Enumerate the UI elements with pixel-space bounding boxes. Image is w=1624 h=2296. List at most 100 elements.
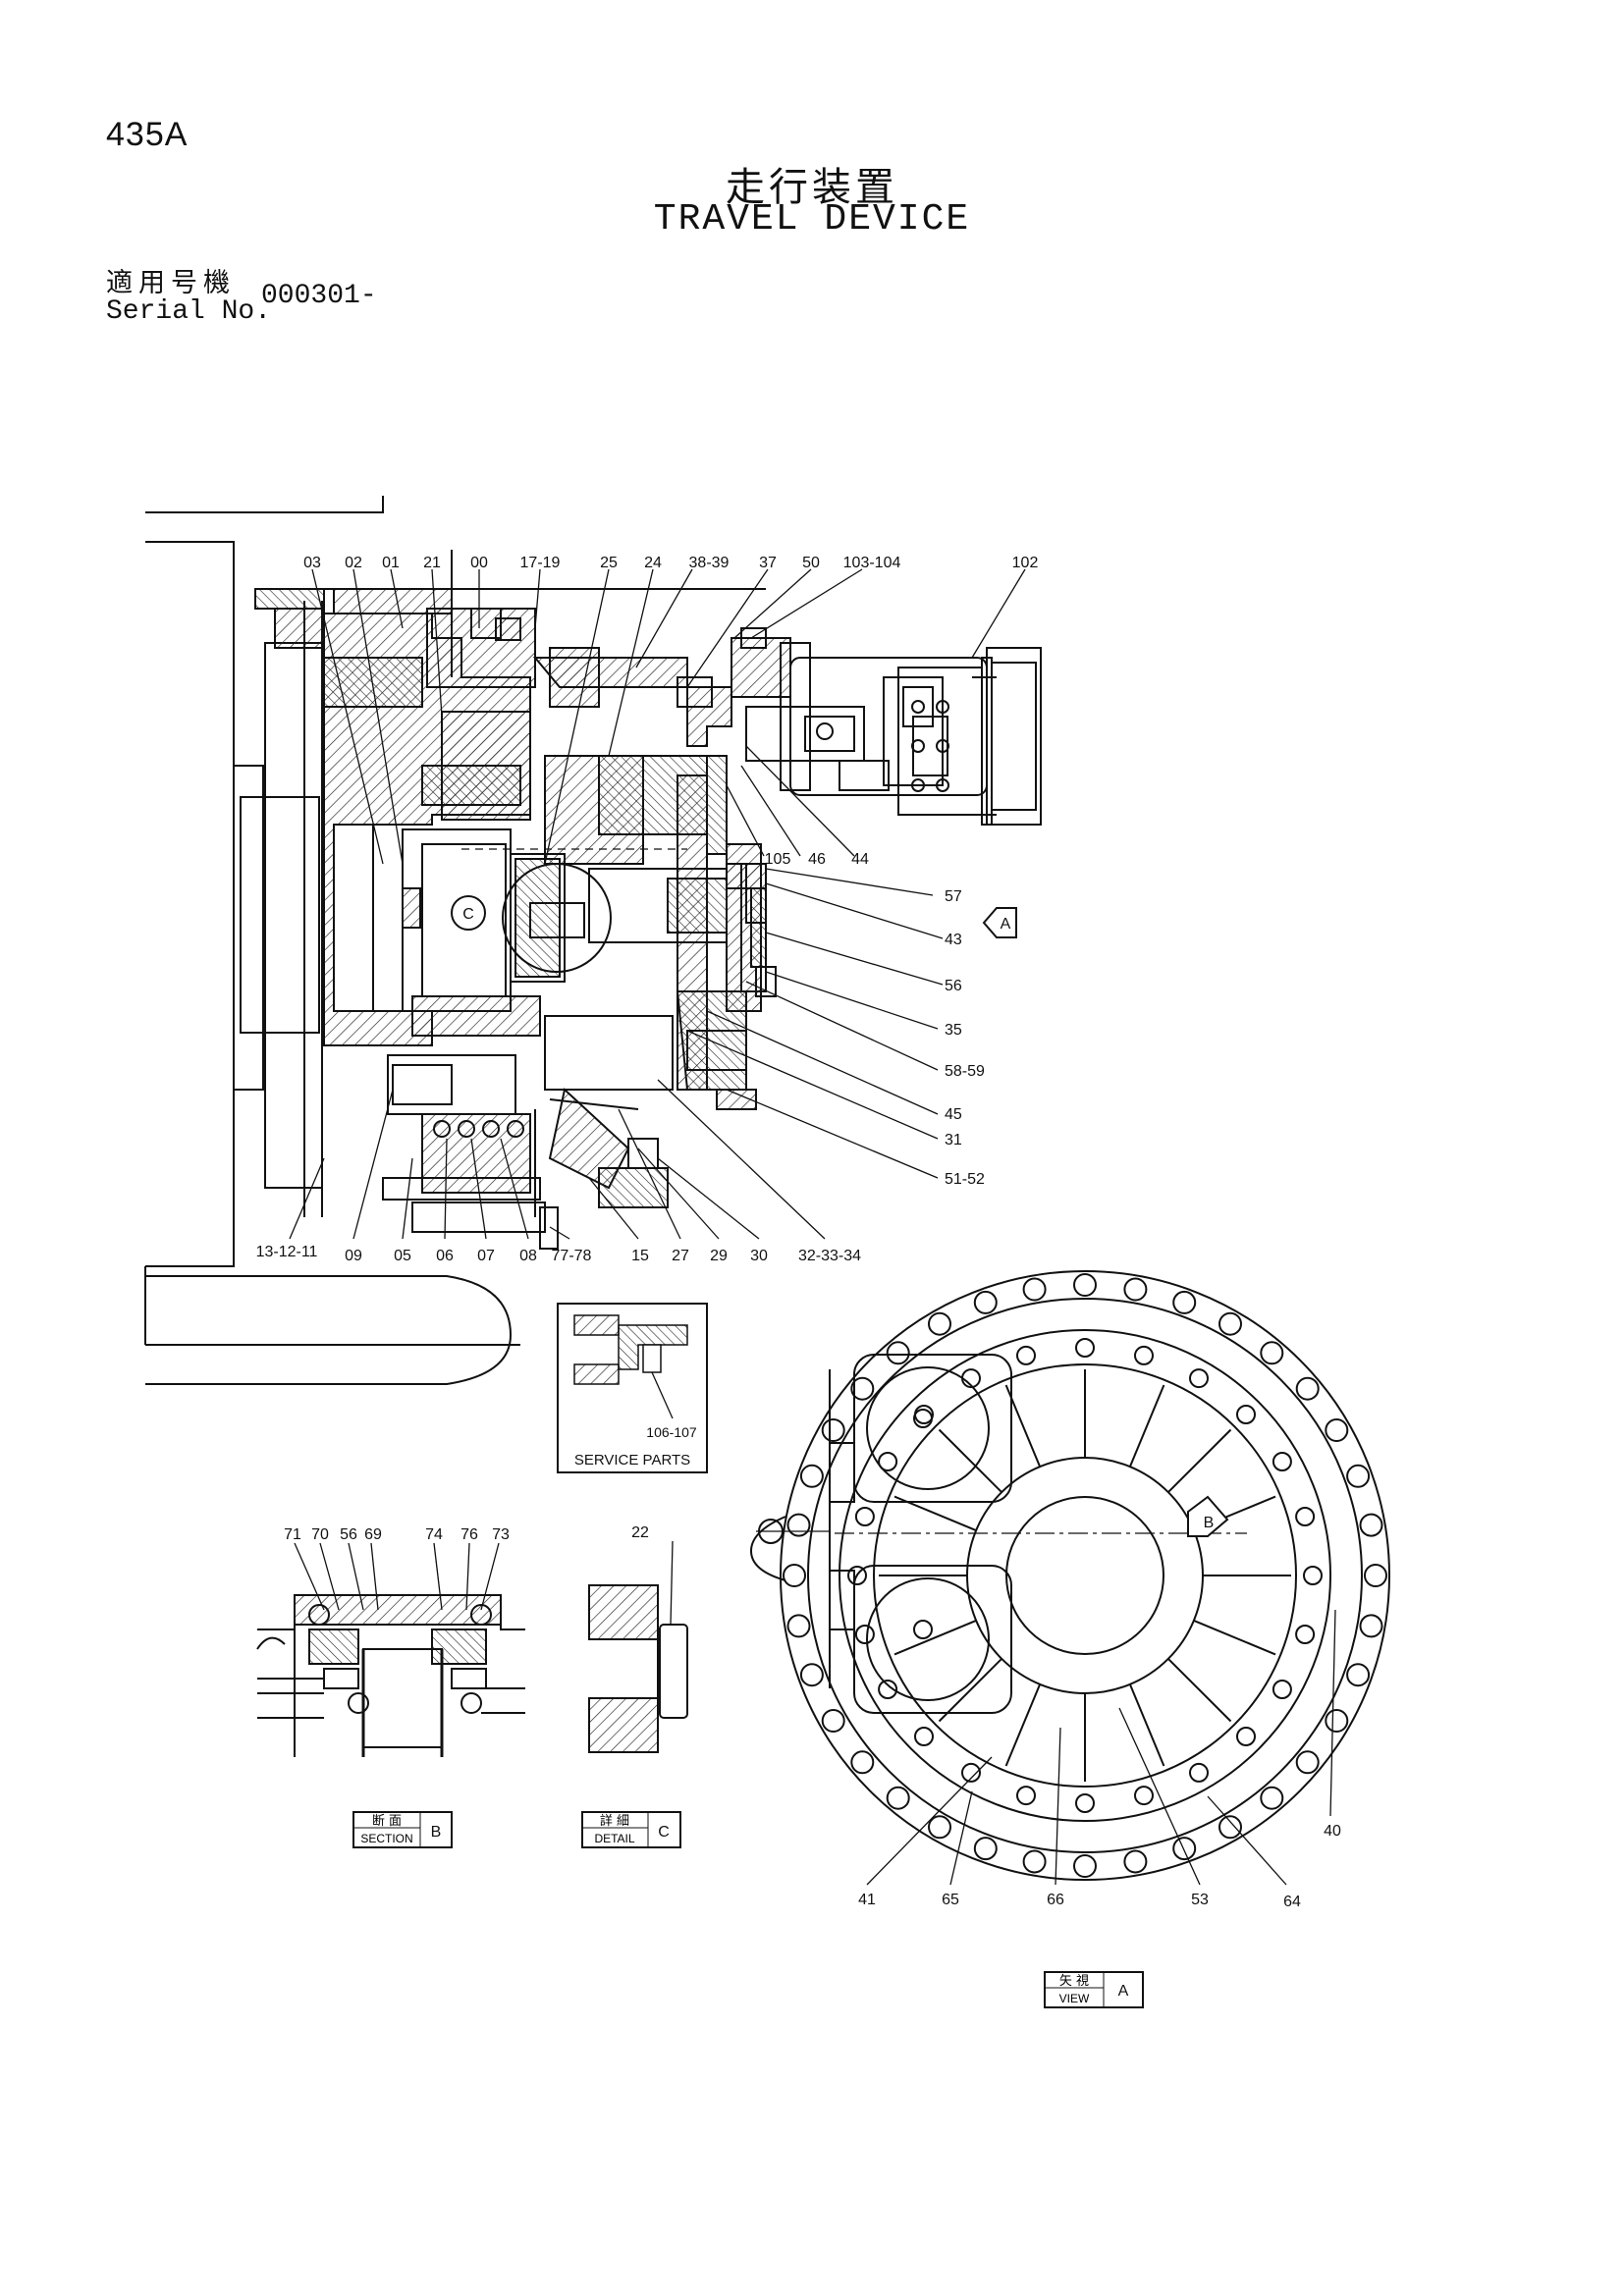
bolt-hole [973, 1837, 998, 1861]
callout-label: 70 [311, 1526, 329, 1543]
svg-text:詳 細: 詳 細 [600, 1813, 629, 1829]
hub-spoke [1128, 1384, 1165, 1468]
detail-c-callout: 22 [631, 1524, 649, 1541]
callout-label: 69 [364, 1526, 382, 1543]
bolt-hole [783, 1564, 806, 1587]
bolt-hole [928, 1311, 951, 1336]
bolt-hole [1172, 1290, 1197, 1314]
callout-label: 15 [631, 1248, 649, 1264]
detail-c-view [588, 1540, 688, 1753]
inner-bolt-hole [1272, 1680, 1292, 1699]
callout-label: 06 [436, 1248, 454, 1264]
hub-spoke [938, 1658, 1002, 1723]
serial-label-japanese: 適用号機 [106, 268, 236, 298]
serial-number-value: 000301- [261, 281, 377, 311]
serial-label-english: Serial No. [106, 296, 272, 327]
callout-labels-bottom: 13-12-11 09 05 06 07 08 77-78 15 27 29 3… [256, 1244, 862, 1264]
section-b-tag: 断 面 SECTION B [352, 1811, 453, 1848]
view-a-bolt-ring [783, 1273, 1387, 1878]
callout-label: 56 [340, 1526, 357, 1543]
callout-label: 41 [858, 1892, 876, 1908]
hub-spoke [893, 1619, 977, 1656]
bolt-hole [821, 1418, 845, 1442]
callouts-right [686, 745, 944, 1179]
hub-spoke [1004, 1384, 1042, 1468]
bolt-hole [1073, 1273, 1097, 1297]
inner-bolt-hole [1189, 1762, 1209, 1783]
inner-bolt-hole [1016, 1345, 1036, 1365]
callout-label: 38-39 [689, 555, 730, 571]
inner-bolt-hole [1016, 1786, 1036, 1806]
service-part-callout: 106-107 [646, 1424, 697, 1440]
bolt-hole [1123, 1277, 1148, 1302]
bolt-hole [1295, 1750, 1320, 1775]
inner-bolt-hole [961, 1762, 981, 1783]
detail-c-marker: C [451, 895, 486, 931]
svg-text:矢 視: 矢 視 [1059, 1974, 1089, 1989]
callout-label: 09 [345, 1248, 362, 1264]
inner-bolt-hole [1303, 1566, 1323, 1585]
callout-label: 57 [945, 888, 962, 905]
inner-bolt-hole [914, 1405, 934, 1424]
svg-text:SECTION: SECTION [360, 1832, 412, 1845]
inner-bolt-hole [1075, 1793, 1095, 1813]
callout-label: 08 [519, 1248, 537, 1264]
callout-label: 40 [1324, 1823, 1341, 1840]
callout-label: 74 [425, 1526, 443, 1543]
section-b-view [256, 1594, 525, 1757]
callout-label: 53 [1191, 1892, 1209, 1908]
section-b-callout-labels: 71 70 56 69 74 76 73 [284, 1526, 510, 1543]
hub-spoke [1193, 1619, 1276, 1656]
view-a-drawing [749, 1270, 1390, 1881]
bolt-hole [821, 1709, 845, 1733]
bolt-hole [786, 1513, 811, 1537]
bolt-hole [850, 1750, 875, 1775]
callout-label: 66 [1047, 1892, 1064, 1908]
callout-label: 44 [851, 851, 869, 868]
bolt-hole [1346, 1464, 1371, 1488]
view-a-inner-bolts [847, 1338, 1323, 1813]
callout-label: 02 [345, 555, 362, 571]
callout-label: 21 [423, 555, 441, 571]
inner-bolt-hole [854, 1625, 875, 1644]
callout-label: 30 [750, 1248, 768, 1264]
view-a-callout-labels: 41 65 66 53 64 40 [858, 1823, 1341, 1910]
bolt-hole [1123, 1849, 1148, 1874]
svg-text:VIEW: VIEW [1059, 1992, 1090, 2005]
callout-label: 76 [460, 1526, 478, 1543]
page-code: 435A [106, 116, 189, 153]
inner-bolt-hole [1134, 1786, 1154, 1806]
hub-spoke [1167, 1658, 1232, 1723]
svg-text:A: A [1001, 916, 1011, 933]
service-parts-inset: 106-107 SERVICE PARTS [557, 1303, 708, 1473]
inner-bolt-hole [1272, 1452, 1292, 1471]
callout-labels-right: 105 46 44 57 43 56 35 58-59 45 31 51-52 [765, 851, 985, 1188]
bolt-hole [1359, 1614, 1383, 1638]
callout-label: 73 [492, 1526, 510, 1543]
main-section-view [144, 496, 1042, 1385]
bolt-hole [928, 1815, 951, 1840]
bolt-hole [1073, 1854, 1097, 1878]
svg-text:A: A [1118, 1983, 1129, 2000]
callout-label: 17-19 [520, 555, 561, 571]
callout-label: 58-59 [945, 1063, 985, 1080]
bolt-hole [1218, 1311, 1242, 1336]
callout-label: 56 [945, 978, 962, 994]
svg-text:B: B [1204, 1515, 1215, 1531]
bolt-hole [973, 1290, 998, 1314]
inner-bolt-hole [1236, 1405, 1256, 1424]
inner-bolt-hole [1295, 1507, 1316, 1526]
callout-labels-top: 03 02 01 21 00 17-19 25 24 38-39 37 50 1… [303, 555, 1038, 571]
bolt-hole [799, 1663, 824, 1687]
hub-spoke [1004, 1683, 1042, 1767]
callout-label: 65 [942, 1892, 959, 1908]
svg-text:断 面: 断 面 [372, 1814, 402, 1829]
view-a-tag: 矢 視 VIEW A [1044, 1971, 1144, 2008]
bolt-hole [1218, 1815, 1242, 1840]
callout-label: 37 [759, 555, 777, 571]
callout-label: 03 [303, 555, 321, 571]
callout-label: 102 [1012, 555, 1039, 571]
callout-label: 105 [765, 851, 791, 868]
bolt-hole [799, 1464, 824, 1488]
